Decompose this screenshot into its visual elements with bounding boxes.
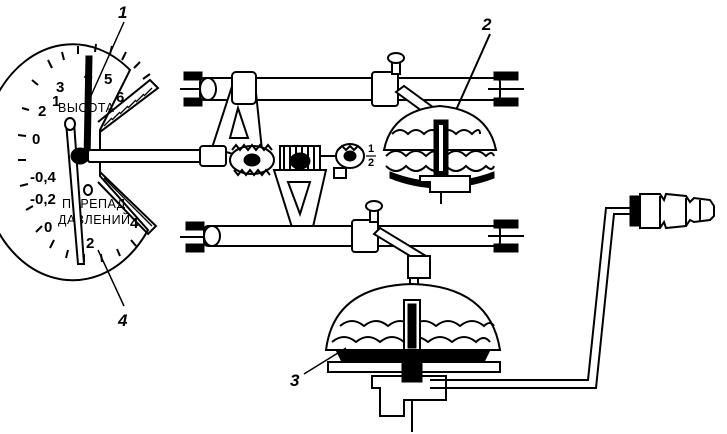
callout-4-leader [97, 249, 125, 307]
dial-scale-3: 3 [56, 79, 64, 96]
dial-scale-lower-2: 2 [86, 235, 94, 252]
upper-needle [83, 55, 93, 161]
upper-sector-hub [231, 71, 257, 105]
dial-wedge-upper [97, 78, 160, 133]
dial-scale-lower-4: 4 [130, 215, 139, 232]
lower-sector-window [286, 181, 312, 218]
dial-scale-neg-0-4: -0,4 [30, 169, 57, 186]
wedge-hatching [103, 87, 153, 227]
callout-1-leader [89, 21, 125, 99]
callout-3-leader [303, 347, 347, 375]
center-drive-collar [199, 145, 227, 167]
dial-scale-neg-0-2: -0,2 [30, 191, 56, 208]
lower-shaft-end [203, 225, 221, 247]
indicator-dial: 3 4 5 6 2 1 0 -0,4 -0,2 0 2 4 ВЫСОТА ПЕР… [0, 43, 160, 282]
dial-scale-0: 0 [32, 131, 40, 148]
callout-1: 1 [118, 3, 127, 22]
upper-shaft-assembly [180, 33, 524, 158]
upper-capsule-stem-inner [437, 123, 445, 173]
callout-3: 3 [290, 371, 300, 390]
dial-scale-1: 1 [52, 93, 60, 110]
pressure-line [430, 192, 715, 389]
lower-needle-pivot-bottom [83, 184, 93, 196]
dial-scale-2: 2 [38, 103, 46, 120]
lower-capsule-stem-core [407, 303, 417, 349]
lower-capsule-corrugation-1 [339, 320, 495, 328]
lower-capsule-diaphragm [335, 349, 491, 363]
lower-link-block [407, 255, 431, 279]
dial-scale-lower-0: 0 [44, 219, 52, 236]
lower-aneroid-capsule [324, 282, 502, 432]
dial-wedge-lower [97, 171, 158, 236]
lower-collar [351, 219, 379, 253]
upper-collar [371, 71, 399, 107]
callouts: 1 2 3 4 [89, 3, 492, 390]
lower-needle-pivot-top [64, 117, 76, 131]
center-drive-assembly: 1 2 [87, 143, 376, 241]
upper-aneroid-capsule [382, 104, 498, 204]
callout-2: 2 [481, 15, 492, 34]
dial-label-pressures: ДАВЛЕНИЙ [58, 212, 131, 227]
upper-collar-screw-head [387, 52, 405, 64]
callout-4: 4 [117, 311, 128, 330]
small-gear [320, 143, 365, 179]
dial-scale-6: 6 [116, 89, 124, 106]
lower-capsule-clamp [371, 375, 447, 417]
center-gear-train [229, 143, 321, 177]
gear-ratio-bottom: 2 [368, 157, 374, 169]
dial-scale-5: 5 [104, 71, 112, 88]
gear-ratio-top: 1 [368, 143, 374, 155]
lower-right-bearing [488, 219, 524, 253]
upper-capsule-clamp [419, 175, 471, 193]
pressure-pipe [430, 207, 632, 389]
upper-sector-window [228, 104, 250, 139]
lower-capsule-fitting [401, 361, 423, 383]
dial-ticks [17, 43, 151, 263]
upper-shaft-end [199, 77, 217, 101]
pressure-nozzle [629, 192, 715, 230]
lower-collar-screw-head [365, 200, 383, 212]
upper-right-bearing [488, 71, 524, 107]
dial-hub [70, 147, 90, 165]
